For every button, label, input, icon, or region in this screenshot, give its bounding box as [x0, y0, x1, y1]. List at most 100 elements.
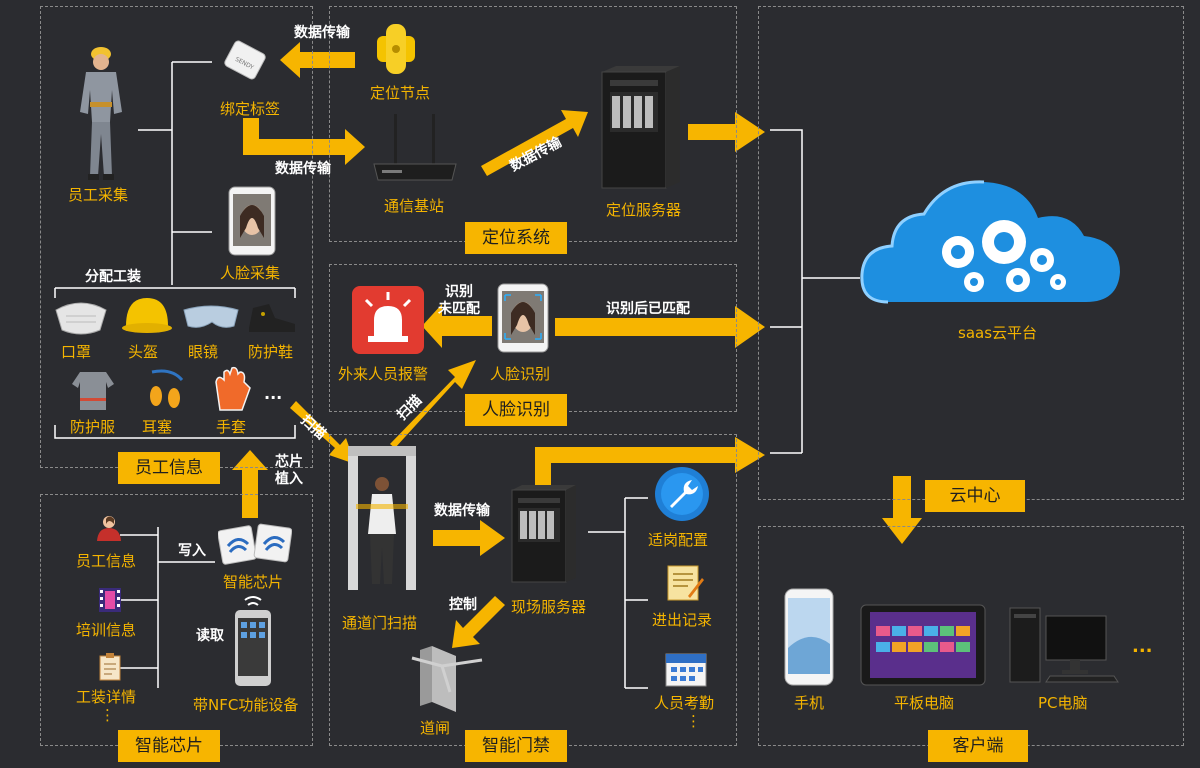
- smart-chip-card-icon: [218, 523, 292, 565]
- chip-tree-lines: [120, 527, 215, 688]
- worker-icon: [80, 47, 122, 180]
- smart-chip-badge: 智能芯片: [118, 730, 220, 762]
- tag-label: 绑定标签: [220, 100, 281, 118]
- client-more: ...: [1132, 636, 1153, 657]
- goggles-icon: [183, 305, 239, 328]
- face-recognize-phone-icon: [497, 283, 549, 353]
- arrow-gate-scan-to-face: [390, 360, 476, 448]
- gloves-icon: [215, 366, 251, 411]
- alarm-label: 外来人员报警: [338, 365, 429, 383]
- smart-chip-label: 智能芯片: [223, 573, 284, 591]
- protective-suit-icon: [72, 372, 114, 410]
- uniform-detail-label: 工装详情: [76, 688, 137, 706]
- control-label: 控制: [449, 597, 477, 613]
- nfc-device-label: 带NFC功能设备: [193, 696, 299, 714]
- tablet-label: 平板电脑: [894, 694, 955, 712]
- matched-label: 识别后已匹配: [606, 301, 690, 317]
- site-server-tree-lines: [588, 497, 648, 689]
- equipment-safety-shoes: 防护鞋: [248, 343, 294, 361]
- training-info-label: 培训信息: [76, 621, 137, 639]
- site-server-icon: [511, 485, 576, 583]
- uniform-detail-icon: [99, 653, 121, 681]
- mobile-phone-icon: [784, 588, 834, 686]
- cloud-center-badge: 云中心: [925, 480, 1025, 512]
- gate-scan-label: 通道门扫描: [342, 614, 418, 632]
- employee-info-badge: 员工信息: [118, 452, 220, 484]
- write-label: 写入: [178, 543, 206, 559]
- earplugs-icon: [150, 369, 184, 408]
- fit-config-label: 适岗配置: [648, 531, 709, 549]
- in-out-record-icon: [667, 565, 704, 601]
- arrow-face-to-alarm: [422, 304, 492, 348]
- security-gate-icon: [348, 446, 416, 590]
- barrier-label: 道闸: [420, 719, 451, 737]
- arrow-server-to-barrier: [452, 596, 505, 648]
- access-transfer-label: 数据传输: [434, 503, 490, 519]
- pc-label: PC电脑: [1038, 694, 1088, 712]
- training-film-icon: [99, 588, 121, 612]
- transfer-label-1: 数据传输: [294, 25, 350, 41]
- positioning-node-icon: [377, 24, 415, 74]
- alarm-icon: [352, 286, 424, 354]
- arrow-cloud-to-client: [882, 476, 922, 544]
- chip-more: ⋮: [100, 706, 115, 724]
- equipment-mask: 口罩: [61, 343, 92, 361]
- arrow-equip-scan-to-gate: [290, 401, 355, 464]
- arrow-gate-to-server: [433, 520, 505, 556]
- equipment-gloves: 手套: [216, 418, 247, 436]
- read-label: 读取: [196, 628, 224, 644]
- face-collect-phone-icon: [228, 186, 276, 256]
- wrench-config-icon: [655, 467, 709, 521]
- saas-cloud-icon: [860, 180, 1120, 304]
- employee-collect-label: 员工采集: [68, 186, 129, 204]
- helmet-icon: [122, 298, 172, 333]
- client-badge: 客户端: [928, 730, 1028, 762]
- equipment-more: ...: [264, 384, 283, 403]
- arrow-base-to-server: [481, 110, 588, 176]
- pc-icon: [1009, 607, 1119, 683]
- saas-platform-label: saas云平台: [958, 324, 1038, 342]
- mask-icon: [55, 302, 107, 335]
- in-out-record-label: 进出记录: [652, 611, 713, 629]
- assign-equipment-label: 分配工装: [85, 269, 141, 285]
- positioning-node-label: 定位节点: [370, 84, 431, 102]
- arrow-server-to-cloud-bottom: [535, 437, 765, 488]
- base-station-label: 通信基站: [384, 197, 445, 215]
- positioning-server-icon: [601, 66, 680, 189]
- nfc-phone-icon: [235, 596, 271, 686]
- transfer-label-2: 数据传输: [275, 161, 331, 177]
- arrow-node-to-tag: [280, 42, 355, 78]
- face-recognize-label: 人脸识别: [490, 365, 551, 383]
- chip-employee-info-label: 员工信息: [76, 552, 137, 570]
- face-collect-label: 人脸采集: [220, 264, 281, 282]
- smart-access-badge: 智能门禁: [465, 730, 567, 762]
- chip-embed-label: 芯片 植入: [275, 454, 303, 487]
- tablet-icon: [860, 604, 986, 686]
- cloud-tree-lines: [770, 129, 860, 454]
- site-server-label: 现场服务器: [511, 598, 587, 616]
- arrow-tag-to-base: [243, 118, 365, 165]
- attendance-calendar-icon: [665, 653, 707, 687]
- employee-tree-lines: [54, 61, 296, 298]
- tag-card-icon: SENDY: [224, 40, 266, 80]
- equipment-earplugs: 耳塞: [142, 418, 173, 436]
- base-station-icon: [373, 114, 457, 181]
- safety-shoes-icon: [249, 304, 295, 332]
- unmatched-label: 识别 未匹配: [438, 284, 480, 317]
- access-more: ⋮: [686, 712, 701, 730]
- equipment-goggles: 眼镜: [188, 343, 219, 361]
- arrow-face-to-cloud: [555, 306, 765, 348]
- equipment-bracket-bottom: [54, 425, 296, 439]
- positioning-system-badge: 定位系统: [465, 222, 567, 254]
- employee-info-icon: [97, 516, 121, 541]
- positioning-server-label: 定位服务器: [606, 201, 682, 219]
- arrow-server-to-cloud: [688, 112, 765, 152]
- attendance-label: 人员考勤: [654, 694, 715, 712]
- face-recognition-badge: 人脸识别: [465, 394, 567, 426]
- equipment-protective-suit: 防护服: [70, 418, 116, 436]
- equipment-helmet: 头盔: [128, 343, 159, 361]
- turnstile-icon: [411, 646, 483, 712]
- phone-label: 手机: [794, 694, 825, 712]
